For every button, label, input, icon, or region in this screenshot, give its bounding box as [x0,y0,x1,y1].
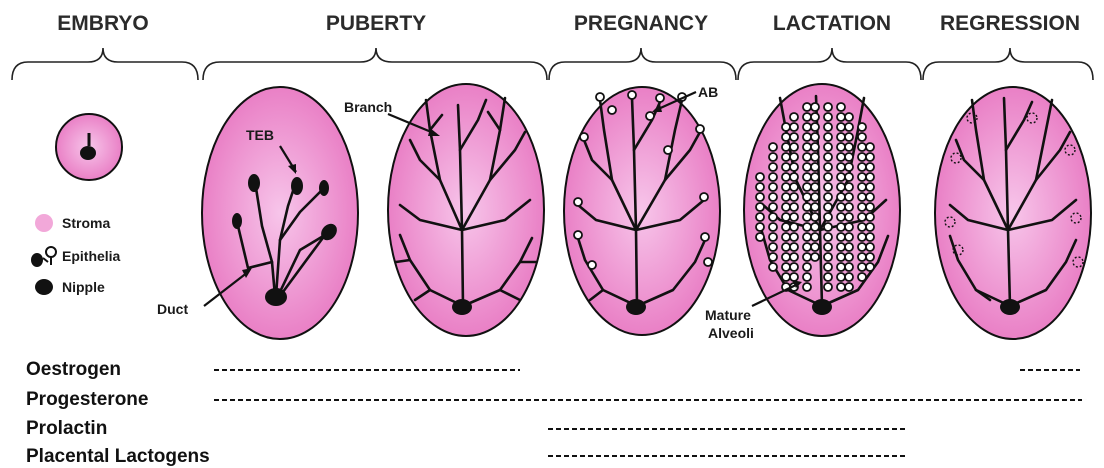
stage-title-puberty: PUBERTY [326,12,426,35]
puberty-gland-branched: Branch [344,84,544,336]
brace-pregnancy [549,48,736,80]
label-mature-line2: Alveoli [708,325,754,341]
embryo-nipple-icon [80,146,96,160]
legend-label-epithelia: Epithelia [62,248,121,264]
epithelia-icon [31,247,56,267]
brace-regression [923,48,1093,80]
legend: Stroma Epithelia Nipple [31,214,121,295]
legend-label-stroma: Stroma [62,215,110,231]
hormone-label-progesterone: Progesterone [26,389,148,410]
brace-lactation [738,48,921,80]
stroma-swatch-icon [35,214,53,232]
hormone-label-prolactin: Prolactin [26,418,107,439]
stage-title-regression: REGRESSION [940,12,1080,35]
stage-title-pregnancy: PREGNANCY [574,12,708,35]
hormone-label-placental-lactogens: Placental Lactogens [26,446,210,467]
legend-label-nipple: Nipple [62,279,105,295]
nipple-icon [35,279,53,295]
embryo-gland [56,114,122,180]
pregnancy-gland: AB [564,84,720,335]
regression-gland [935,87,1091,339]
stage-title-lactation: LACTATION [773,12,891,35]
stage-title-embryo: EMBRYO [57,12,148,35]
label-duct: Duct [157,301,188,317]
brace-puberty [203,48,547,80]
hormone-timeline: Oestrogen Progesterone Prolactin Placent… [26,359,1082,467]
label-branch: Branch [344,99,392,115]
label-ab: AB [698,84,718,100]
label-teb: TEB [246,127,274,143]
puberty-gland-early: TEB Duct [157,87,358,339]
brace-embryo [12,48,198,80]
hormone-label-oestrogen: Oestrogen [26,359,121,380]
lactation-gland: Mature Alveoli [705,84,900,341]
label-mature-line1: Mature [705,307,751,323]
